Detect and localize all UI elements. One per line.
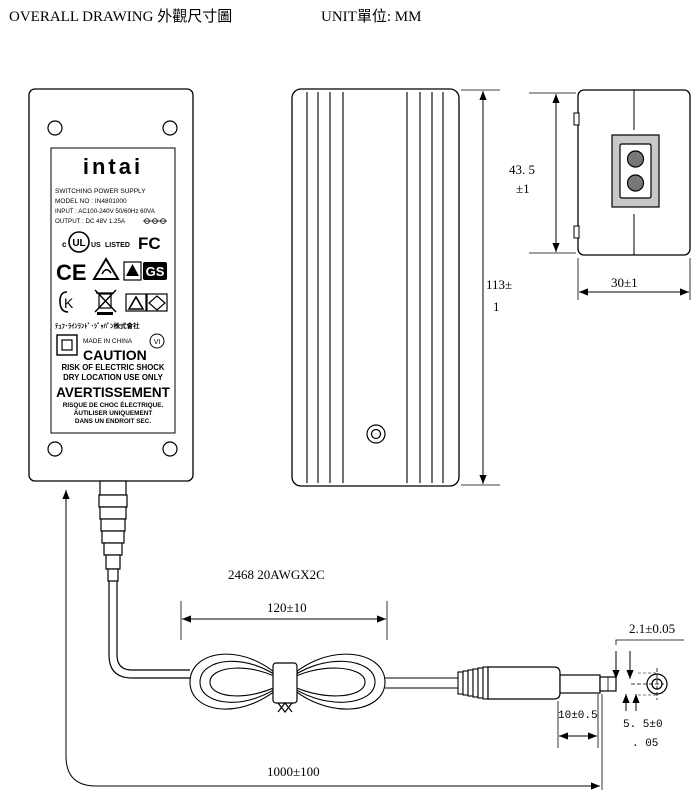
- polarity-icon: [143, 218, 167, 224]
- side-view-outline: [291, 88, 460, 487]
- avertissement-title: AVERTISSEMENT: [56, 385, 171, 400]
- screw-hole-icon: [162, 441, 178, 457]
- efficiency-level: VI: [154, 339, 161, 346]
- weee-bin-icon: [94, 289, 117, 315]
- warning-triangle-icon: [125, 293, 147, 312]
- safety-triangle-icon: [123, 261, 142, 281]
- height-dimension-2: ±1: [516, 181, 530, 196]
- screw-hole-icon: [162, 120, 178, 136]
- screw-icon: [366, 424, 386, 444]
- output-rating: OUTPUT : DC 48V 1.25A: [55, 218, 126, 225]
- screw-hole-icon: [47, 120, 63, 136]
- length-dimension-2: 1: [493, 299, 500, 314]
- kc-text: K: [64, 295, 74, 311]
- dc-plug: [457, 666, 617, 700]
- avert-line-1: RISQUE DE CHOC ÉLECTRIQUE.: [63, 400, 164, 409]
- fcc-mark: FC: [138, 234, 161, 253]
- screw-hole-icon: [47, 441, 63, 457]
- height-dimension: 43. 5: [509, 162, 535, 177]
- plug-length-dimension: 10±0.5: [558, 710, 598, 722]
- brand-logo: intai: [83, 154, 143, 179]
- front-view: intai SWITCHING POWER SUPPLY MODEL NO : …: [28, 88, 194, 679]
- double-insulation-icon: [56, 334, 78, 356]
- width-dimension: 30±1: [611, 275, 638, 290]
- kc-mark-icon: K: [59, 291, 74, 313]
- end-view: 43. 5 ±1 30±1: [509, 89, 691, 300]
- listed-text: LISTED: [105, 242, 130, 249]
- made-in-text: MADE IN CHINA: [83, 338, 133, 345]
- avert-line-2: ÀUTILISER UNIQUEMENT: [74, 408, 153, 417]
- pse-diamond-icon: [146, 293, 168, 312]
- pin-dimension: 2.1±0.05: [629, 621, 675, 636]
- gs-mark-icon: GS: [143, 262, 167, 280]
- efficiency-level-icon: [149, 333, 165, 349]
- avert-line-3: DANS UN ENDROIT SEC.: [75, 418, 152, 425]
- cable-length-dimension: 1000±100: [267, 764, 320, 779]
- gs-text: GS: [146, 264, 165, 279]
- side-view-ribs: [306, 92, 444, 483]
- strain-relief: [98, 480, 128, 582]
- cable-length-dimension-line: [62, 490, 600, 790]
- tuv-text: ﾃｭﾌ･ﾗｲﾝﾗﾝﾄﾞ･ｼﾞｬﾊﾟﾝ株式會社: [55, 321, 140, 330]
- od-dimension: 5. 5±0: [623, 719, 663, 731]
- product-name: SWITCHING POWER SUPPLY: [55, 188, 146, 195]
- mark-c: c: [62, 240, 67, 249]
- drawing-title: OVERALL DRAWING 外觀尺寸圖: [9, 8, 232, 25]
- length-dimension: 113±: [486, 277, 512, 292]
- ul-mark-icon: [68, 231, 90, 253]
- caution-line-1: RISK OF ELECTRIC SHOCK: [61, 363, 164, 372]
- caution-line-2: DRY LOCATION USE ONLY: [63, 373, 163, 382]
- ce-mark: CE: [56, 260, 87, 285]
- model-number: MODEL NO : IN4801000: [55, 198, 127, 205]
- caution-title: CAUTION: [83, 347, 147, 363]
- od-dimension-2: . 05: [632, 738, 658, 750]
- rcm-triangle-icon: [92, 257, 120, 280]
- unit-note: UNIT單位: MM: [321, 8, 421, 25]
- rating-label: [50, 147, 176, 434]
- cable-section: 2468 20AWGX2C 120±10: [62, 490, 684, 790]
- mark-ul: UL: [72, 238, 85, 249]
- input-rating: INPUT : AC100-240V 50/60Hz 60VA: [55, 208, 156, 215]
- dc-cable: [108, 581, 190, 679]
- ac-inlet-icon: [611, 134, 660, 208]
- side-view: 113± 1: [291, 88, 512, 487]
- mark-us: US: [91, 242, 101, 249]
- coil-dimension: 120±10: [267, 600, 307, 615]
- cable-spec: 2468 20AWGX2C: [228, 567, 325, 582]
- cable-tie: [272, 662, 298, 704]
